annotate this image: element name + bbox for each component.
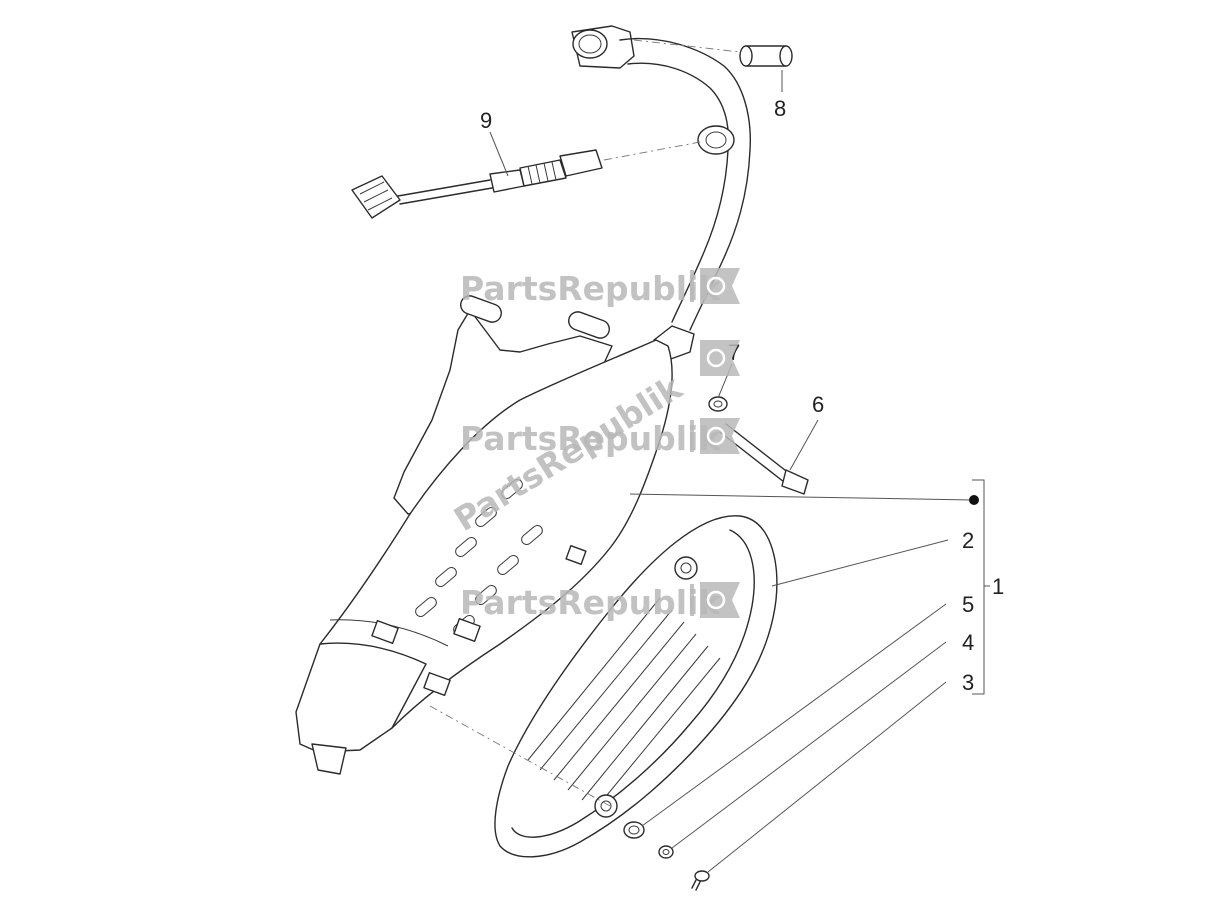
callout-9: 9 (480, 108, 492, 133)
watermark-text: PartsRepublik (460, 419, 721, 458)
gear-icon (700, 268, 740, 304)
callout-1: 1 (992, 574, 1004, 599)
screw (691, 870, 710, 891)
leader-line-muffler (629, 493, 973, 501)
watermark-text: PartsRepublik (460, 583, 721, 622)
watermark-middle: PartsRepublik (460, 418, 740, 458)
callout-8: 8 (774, 96, 786, 121)
exhaust-manifold-pipe (571, 25, 751, 361)
leader-line-6 (789, 419, 819, 471)
callout-3: 3 (962, 670, 974, 695)
assembly-bracket (972, 479, 990, 695)
leader-line-4 (671, 641, 947, 849)
gear-icon (700, 340, 740, 376)
leader-line-5 (641, 603, 947, 827)
leader-line-9 (489, 131, 509, 177)
gear-icon (700, 418, 740, 454)
muffler-cooling-slots (415, 479, 543, 635)
rubber-grommet (623, 821, 645, 839)
callout-2: 2 (962, 528, 974, 553)
leader-line-3 (707, 681, 947, 873)
flat-washer (658, 845, 674, 859)
watermark-text: PartsRepublik (460, 269, 721, 308)
gasket-sleeve (739, 45, 793, 67)
lambda-sensor (351, 149, 603, 219)
washer (708, 396, 728, 412)
leader-line-2 (771, 539, 949, 587)
muffler-body (295, 295, 673, 775)
assembly-dot (969, 495, 979, 505)
watermark-small-icon (700, 340, 740, 376)
callout-5: 5 (962, 592, 974, 617)
callout-4: 4 (962, 630, 974, 655)
watermark-top: PartsRepublik (460, 268, 740, 308)
gear-icon (700, 582, 740, 618)
watermark-bottom: PartsRepublik (460, 582, 740, 622)
mounting-bolt (719, 423, 809, 495)
callout-6: 6 (812, 392, 824, 417)
